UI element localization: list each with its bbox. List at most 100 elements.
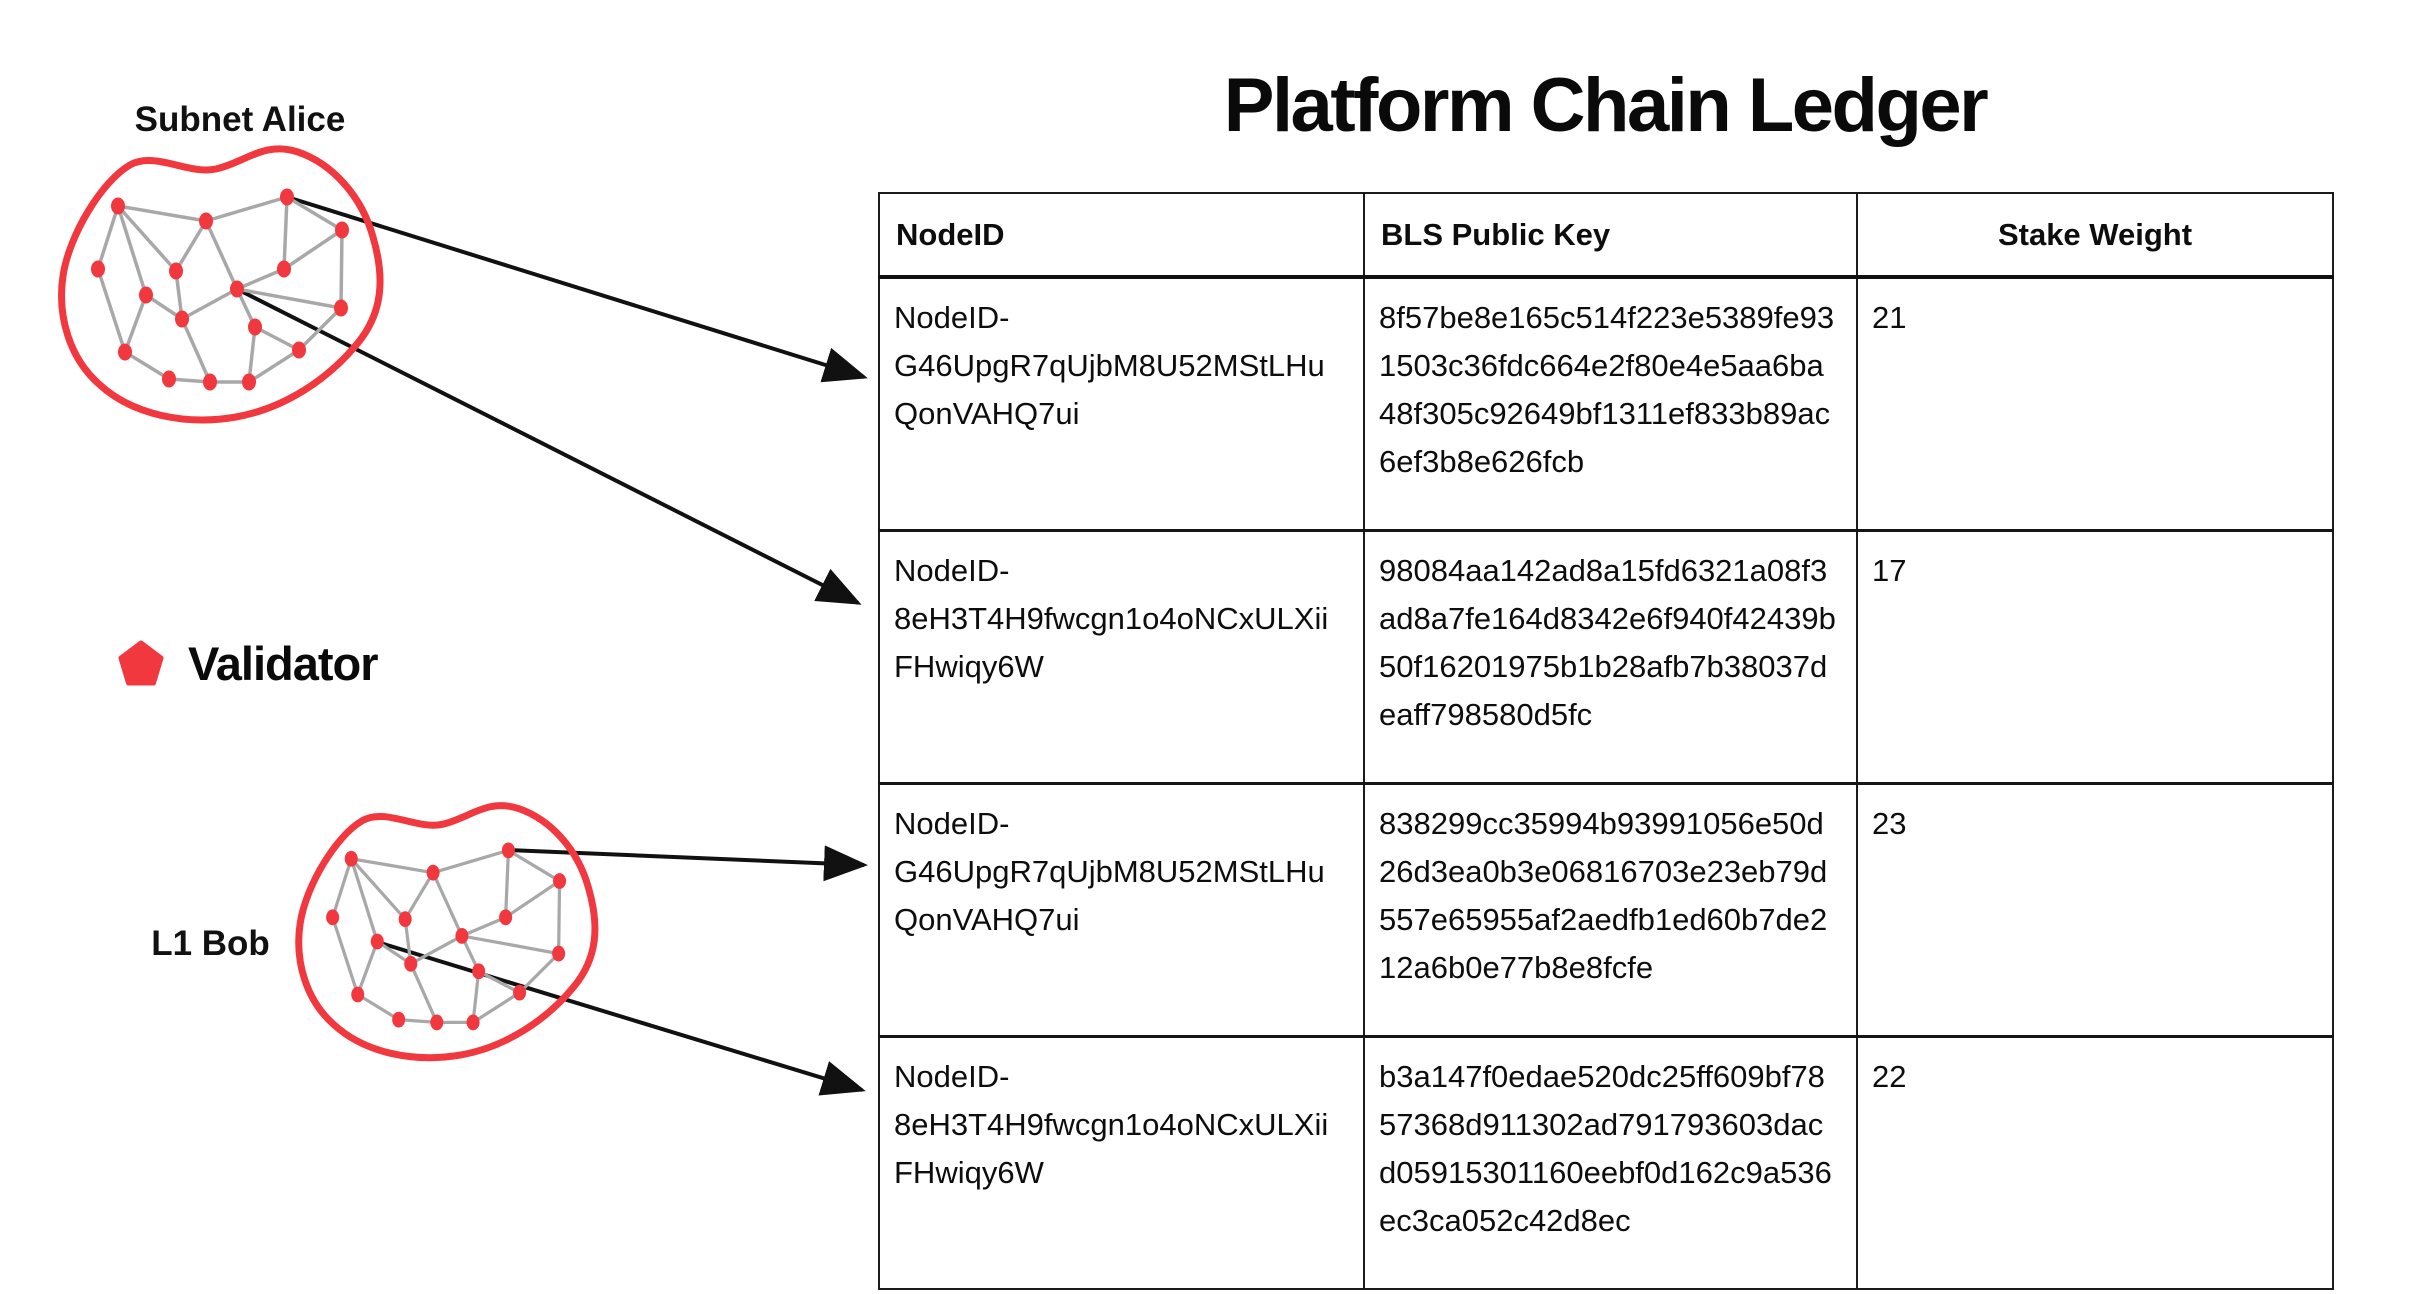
l1-bob-label: L1 Bob: [151, 924, 270, 963]
validator-node: [351, 986, 365, 1003]
nodeid-cell: NodeID-G46UpgR7qUjbM8U52MStLHuQonVAHQ7ui: [878, 275, 1365, 532]
network-edge: [557, 881, 562, 954]
network-edge: [403, 871, 435, 921]
l1-bob-network: [295, 802, 599, 1062]
table-row: NodeID-G46UpgR7qUjbM8U52MStLHuQonVAHQ7ui…: [878, 275, 2334, 532]
validator-node: [430, 1014, 444, 1031]
validator-node: [552, 945, 566, 962]
subnet-alice-network: [58, 145, 384, 424]
network-edge: [236, 267, 285, 291]
table-header-row: NodeID BLS Public Key Stake Weight: [878, 192, 2334, 279]
column-header-nodeid: NodeID: [878, 192, 1365, 279]
page-title: Platform Chain Ledger: [1223, 63, 1989, 148]
network-edge: [507, 848, 561, 883]
validator-node: [277, 260, 291, 278]
network-edge: [116, 205, 148, 296]
table-row: NodeID-8eH3T4H9fwcgn1o4oNCxULXiiFHwiqy6W…: [878, 1035, 2334, 1290]
validator-node: [111, 197, 125, 215]
nodeid-cell: NodeID-G46UpgR7qUjbM8U52MStLHuQonVAHQ7ui: [878, 782, 1365, 1038]
network-edge: [181, 287, 238, 321]
network-edge: [432, 848, 509, 875]
validator-node: [162, 370, 176, 388]
nodeid-cell: NodeID-8eH3T4H9fwcgn1o4oNCxULXiiFHwiqy6W: [878, 1035, 1365, 1290]
pentagon-icon: [118, 640, 164, 685]
network-edge: [96, 205, 120, 270]
network-edge: [350, 857, 407, 921]
validator-legend-label: Validator: [188, 637, 379, 690]
network-edge: [409, 934, 463, 966]
network-edge: [124, 350, 170, 381]
network-edge: [350, 857, 434, 875]
validator-legend: Validator: [118, 636, 379, 691]
validator-node: [426, 864, 440, 881]
validator-node: [404, 955, 418, 972]
validator-node: [334, 299, 348, 317]
mapping-arrow: [286, 195, 868, 383]
network-edge: [349, 858, 379, 942]
subnet-alice-graph: [91, 188, 349, 391]
network-edge: [504, 879, 561, 919]
column-header-bls-public-key: BLS Public Key: [1363, 192, 1858, 279]
validator-node: [169, 262, 183, 280]
validator-node: [292, 341, 306, 359]
validator-node: [335, 221, 349, 239]
network-edge: [339, 229, 344, 309]
ledger-table: NodeID BLS Public Key Stake Weight NodeI…: [878, 192, 2334, 1290]
validator-node: [199, 212, 213, 230]
network-edge: [254, 325, 300, 352]
table-row: NodeID-8eH3T4H9fwcgn1o4oNCxULXiiFHwiqy6W…: [878, 529, 2334, 785]
network-edge: [461, 934, 559, 956]
network-edge: [297, 306, 343, 352]
validator-node: [280, 188, 294, 206]
stake-weight-cell: 17: [1856, 529, 2334, 785]
network-edge: [117, 204, 207, 223]
bls-key-cell: 98084aa142ad8a15fd6321a08f3ad8a7fe164d83…: [1363, 529, 1858, 785]
bls-key-cell: b3a147f0edae520dc25ff609bf7857368d911302…: [1363, 1035, 1858, 1290]
stake-weight-cell: 21: [1856, 275, 2334, 532]
network-edge: [472, 991, 521, 1024]
subnet-alice-boundary: [58, 145, 384, 424]
network-edge: [503, 850, 511, 918]
network-edge: [477, 969, 521, 995]
validator-node: [139, 286, 153, 304]
validator-node: [248, 318, 262, 336]
l1-bob-graph: [326, 842, 567, 1031]
network-edge: [116, 204, 178, 273]
network-edge: [96, 268, 127, 353]
validator-node: [370, 933, 384, 950]
validator-node: [466, 1014, 480, 1031]
network-edge: [204, 220, 239, 290]
validator-node: [326, 909, 340, 926]
mapping-arrow: [507, 845, 868, 882]
network-edge: [174, 220, 208, 272]
validator-node: [203, 373, 217, 391]
validator-node: [392, 1011, 406, 1028]
network-edge: [247, 326, 257, 383]
network-edge: [236, 287, 342, 310]
validator-node: [398, 911, 412, 928]
mapping-arrow: [376, 940, 866, 1096]
validator-node: [499, 909, 513, 926]
network-edge: [331, 858, 353, 918]
validator-node: [118, 343, 132, 361]
table-row: NodeID-G46UpgR7qUjbM8U52MStLHuQonVAHQ7ui…: [878, 782, 2334, 1038]
network-edge: [461, 915, 507, 938]
network-edge: [286, 195, 343, 232]
validator-node: [230, 280, 244, 298]
network-edge: [205, 195, 288, 223]
subnet-alice-label: Subnet Alice: [134, 100, 346, 139]
validator-node: [553, 873, 567, 889]
network-edge: [431, 872, 464, 937]
stake-weight-cell: 23: [1856, 782, 2334, 1038]
network-edge: [248, 348, 300, 384]
bls-key-cell: 838299cc35994b93991056e50d26d3ea0b3e0681…: [1363, 782, 1858, 1038]
validator-node: [501, 842, 515, 859]
network-edge: [356, 993, 400, 1022]
validator-node: [175, 310, 189, 328]
network-edge: [409, 963, 439, 1024]
network-edge: [331, 916, 360, 996]
network-edge: [356, 940, 379, 996]
network-edge: [518, 952, 560, 994]
validator-node: [513, 984, 527, 1001]
